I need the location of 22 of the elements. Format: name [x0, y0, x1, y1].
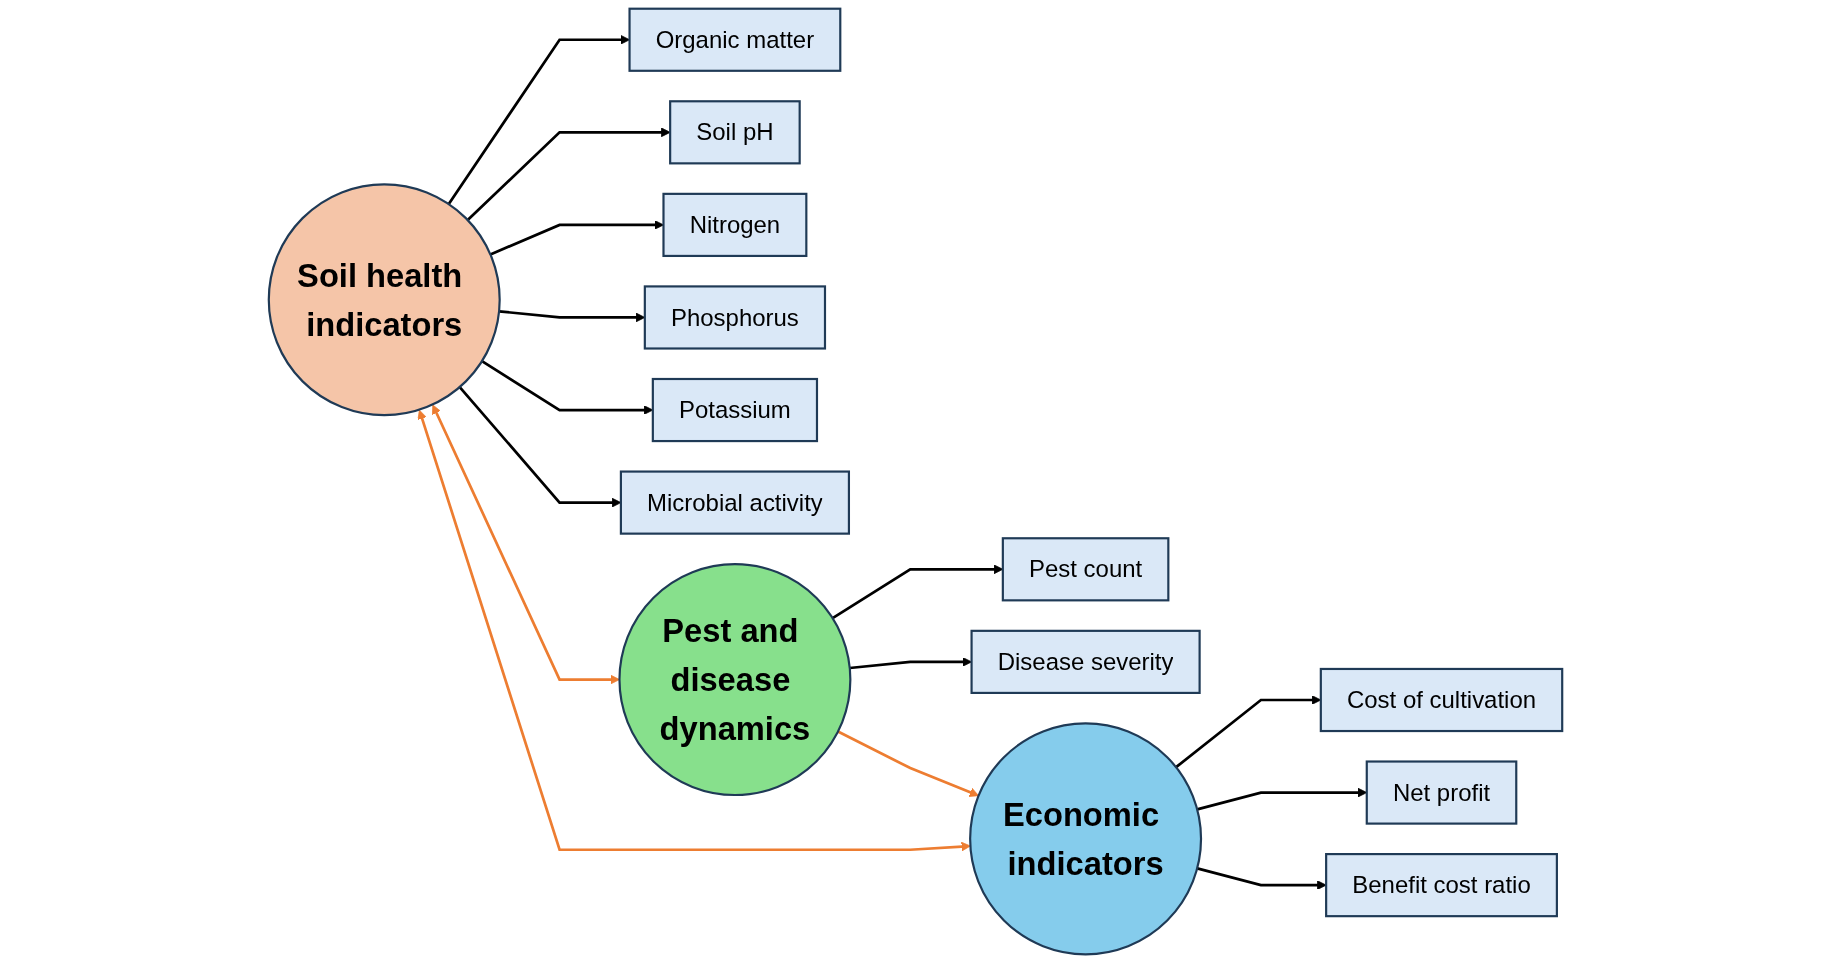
- arrow: [1196, 867, 1327, 890]
- arrow: [837, 730, 979, 797]
- node-box: Net profit: [1365, 760, 1518, 825]
- node-box: Benefit cost ratio: [1325, 853, 1558, 918]
- node-box: Soil pH: [669, 100, 801, 165]
- node-box: Organic matter: [628, 7, 842, 72]
- arrow: [849, 657, 972, 670]
- arrow: [466, 127, 671, 222]
- node-box: Potassium: [651, 377, 819, 443]
- node-box: Nitrogen: [662, 192, 808, 257]
- node-box: Disease severity: [970, 629, 1201, 694]
- node-box: Cost of cultivation: [1319, 667, 1564, 733]
- arrow: [447, 34, 630, 205]
- node-box: Microbial activity: [619, 470, 850, 535]
- node-circle: Soil health indicators: [267, 183, 501, 417]
- node-box: Pest count: [1001, 537, 1170, 602]
- arrow: [432, 404, 620, 685]
- node-box: Phosphorus: [643, 285, 827, 350]
- arrow: [417, 409, 971, 852]
- node-circle: Economic indicators: [969, 722, 1203, 956]
- node-circle: Pest and disease dynamics: [618, 563, 852, 797]
- arrow: [489, 220, 664, 256]
